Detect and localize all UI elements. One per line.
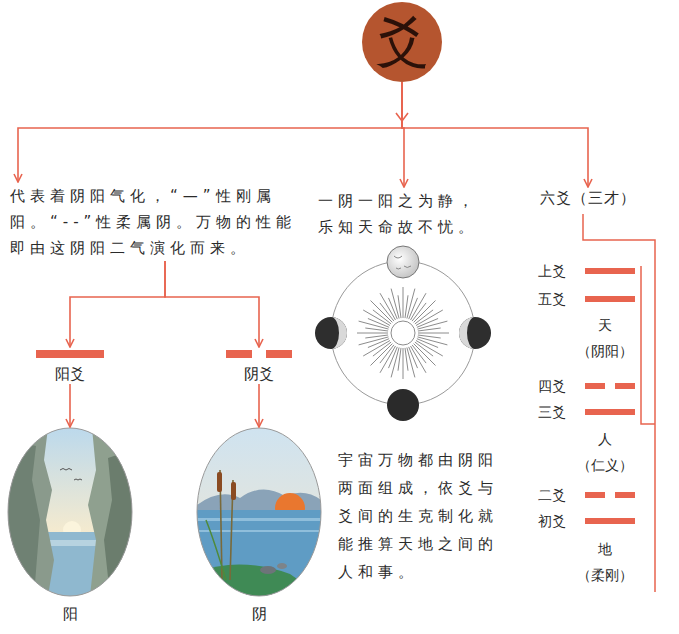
- symbol-circle: 爻: [362, 2, 442, 82]
- sun-moon-illustration: [315, 246, 491, 421]
- node-text: 阳爻: [30, 364, 110, 384]
- yao-name: 上爻: [538, 262, 566, 280]
- heading-text: 六爻（三才）: [540, 188, 636, 208]
- yao-name: 初爻: [538, 512, 566, 530]
- node-text: 阳: [8, 604, 132, 624]
- yang-bar: [585, 409, 635, 415]
- realm-name: 人: [580, 430, 630, 448]
- node-text: 代表着阴阳气化，“—”性刚属阳。“--”性柔属阴。万物的性能即由这阴阳二气演化而…: [10, 183, 302, 261]
- yao-name: 五爻: [538, 290, 566, 308]
- illustration-circle: 阴: [197, 428, 321, 624]
- node-text: 阴爻: [219, 364, 299, 384]
- yang-bar: [585, 296, 635, 302]
- yao-bar: 阴爻: [219, 348, 299, 384]
- yang-bar: [585, 518, 635, 524]
- text-block: 一阴一阳之为静，乐知天命故不忧。: [318, 188, 490, 240]
- illustration-circle: 阳: [8, 428, 132, 624]
- node-text: 爻: [375, 15, 429, 69]
- node-text: 六爻（三才）: [540, 188, 636, 208]
- realm-note: （仁义）: [572, 456, 638, 474]
- connector-arrow: [258, 384, 260, 427]
- yao-name: 四爻: [538, 377, 566, 395]
- yang-illustration: [8, 428, 132, 596]
- caption-text: 宇宙万物都由阴阳两面组成，依爻与爻间的生克制化就能推算天地之间的人和事。: [338, 446, 510, 586]
- yin-bar: [585, 383, 605, 389]
- yang-bar: [585, 268, 635, 274]
- bracket-line: [583, 214, 655, 592]
- illustration-outline: [8, 428, 132, 596]
- text-block: 代表着阴阳气化，“—”性刚属阳。“--”性柔属阴。万物的性能即由这阴阳二气演化而…: [10, 183, 302, 261]
- node-text: 一阴一阳之为静，乐知天命故不忧。: [318, 188, 490, 240]
- yin-bar: [266, 350, 292, 358]
- realm-name: 天: [580, 316, 630, 334]
- connector-arrow: [18, 82, 402, 182]
- connector-arrow: [165, 261, 259, 347]
- illustration-outline: [197, 428, 321, 596]
- realm-name: 地: [580, 540, 630, 558]
- realm-note: （柔刚）: [572, 566, 638, 584]
- node-text: 阴: [197, 604, 321, 624]
- yao-name: 二爻: [538, 486, 566, 504]
- connector-arrow: [69, 384, 71, 427]
- connector-arrow: [70, 261, 165, 347]
- yin-illustration: [197, 428, 321, 596]
- yin-bar: [615, 383, 635, 389]
- yin-bar: [226, 350, 252, 358]
- yao-bar: 阳爻: [30, 348, 110, 384]
- yang-bar: [36, 350, 104, 358]
- yin-bar: [585, 492, 605, 498]
- bracket-line: [641, 266, 655, 424]
- yao-name: 三爻: [538, 403, 566, 421]
- connector-arrow: [402, 82, 588, 187]
- yin-bar: [615, 492, 635, 498]
- realm-note: （阴阳）: [572, 342, 638, 360]
